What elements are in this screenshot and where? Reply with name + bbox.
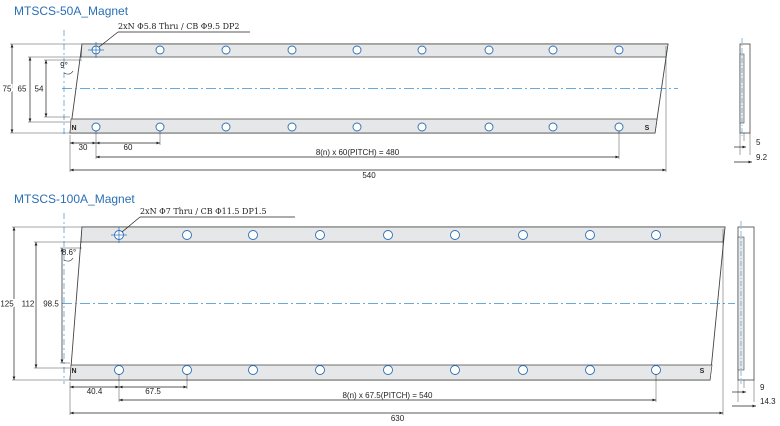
- d1-callout-leader: [98, 31, 119, 48]
- d2-mounting-hole-bottom: [651, 365, 661, 375]
- d2-pole-label-right: S: [700, 368, 705, 375]
- d2-mounting-hole-top: [182, 230, 192, 240]
- d2-mounting-hole-bottom: [585, 365, 595, 375]
- d2-height-label: 112: [22, 300, 35, 309]
- d2-angle-label: 8.6°: [62, 248, 76, 257]
- d2-mounting-hole-bottom: [182, 365, 192, 375]
- d1-mounting-hole-top: [155, 45, 165, 55]
- d1-height-label: 65: [18, 85, 27, 94]
- d1-mounting-hole-bottom: [155, 122, 165, 132]
- d1-mounting-hole-top: [614, 45, 624, 55]
- d2-mounting-hole-bottom: [248, 365, 258, 375]
- d1-side-label-thickness: 5: [756, 138, 761, 147]
- d2-length-label: 630: [391, 414, 405, 423]
- d1-mounting-hole-bottom: [91, 122, 101, 132]
- d2-mounting-hole-top: [315, 230, 325, 240]
- d2-side-label-thickness: 9: [760, 383, 765, 392]
- d1-mounting-hole-bottom: [548, 122, 558, 132]
- drawing-title-100a: MTSCS-100A_Magnet: [14, 192, 135, 206]
- d2-mounting-hole-bottom: [114, 365, 124, 375]
- d2-offset-label: 40.4: [87, 387, 103, 396]
- d2-hole-callout: 2xN Φ7 Thru / CB Φ11.5 DP1.5: [140, 207, 267, 216]
- d2-pole-label-left: N: [71, 368, 76, 375]
- d1-top-mounting-strip: [80, 43, 669, 58]
- d1-mounting-hole-bottom: [352, 122, 362, 132]
- d2-mounting-hole-top: [518, 230, 528, 240]
- d1-angle-label: 9°: [60, 61, 68, 70]
- d1-mounting-hole-bottom: [484, 122, 494, 132]
- d1-angle-arc: [63, 70, 74, 75]
- d1-mounting-hole-top: [352, 45, 362, 55]
- d1-mounting-hole-bottom: [221, 122, 231, 132]
- d1-offset-label: 30: [79, 143, 88, 152]
- d1-height-label: 75: [3, 85, 12, 94]
- d1-mounting-hole-bottom: [614, 122, 624, 132]
- d2-mounting-hole-bottom: [383, 365, 393, 375]
- d2-mounting-hole-top: [248, 230, 258, 240]
- d1-mounting-hole-bottom: [287, 122, 297, 132]
- d1-mounting-hole-top: [287, 45, 297, 55]
- d2-top-mounting-strip: [80, 226, 726, 243]
- d1-height-label: 54: [35, 85, 44, 94]
- d2-mounting-hole-bottom: [450, 365, 460, 375]
- d2-mounting-hole-bottom: [518, 365, 528, 375]
- d2-mounting-hole-top: [585, 230, 595, 240]
- d1-pole-label-right: S: [645, 125, 650, 132]
- drawing-title-50a: MTSCS-50A_Magnet: [14, 4, 129, 18]
- d1-length-label: 540: [362, 171, 376, 180]
- d1-bottom-mounting-strip: [69, 118, 658, 134]
- d1-pole-label-left: N: [71, 125, 76, 132]
- d2-mounting-hole-top: [450, 230, 460, 240]
- d2-pitch-total-label: 8(n) x 67.5(PITCH) = 540: [342, 391, 433, 400]
- d1-mounting-hole-top: [484, 45, 494, 55]
- d1-side-label-total: 9.2: [756, 153, 768, 162]
- d2-mounting-hole-top: [383, 230, 393, 240]
- d2-mounting-hole-bottom: [315, 365, 325, 375]
- d1-hole-callout: 2xN Φ5.8 Thru / CB Φ9.5 DP2: [118, 22, 239, 31]
- d1-pitch-total-label: 8(n) x 60(PITCH) = 480: [316, 148, 400, 157]
- d1-mounting-hole-top: [417, 45, 427, 55]
- d1-mounting-hole-top: [221, 45, 231, 55]
- d1-mounting-hole-top: [548, 45, 558, 55]
- d2-mounting-hole-top: [651, 230, 661, 240]
- d2-height-label: 125: [0, 300, 14, 309]
- d1-pitch-label: 60: [124, 143, 133, 152]
- d2-angle-arc: [63, 257, 74, 262]
- d2-height-label: 98.5: [43, 300, 59, 309]
- d2-side-label-total: 14.3: [760, 397, 776, 406]
- d1-mounting-hole-bottom: [417, 122, 427, 132]
- d2-callout-leader: [121, 216, 141, 233]
- d2-pitch-label: 67.5: [145, 387, 161, 396]
